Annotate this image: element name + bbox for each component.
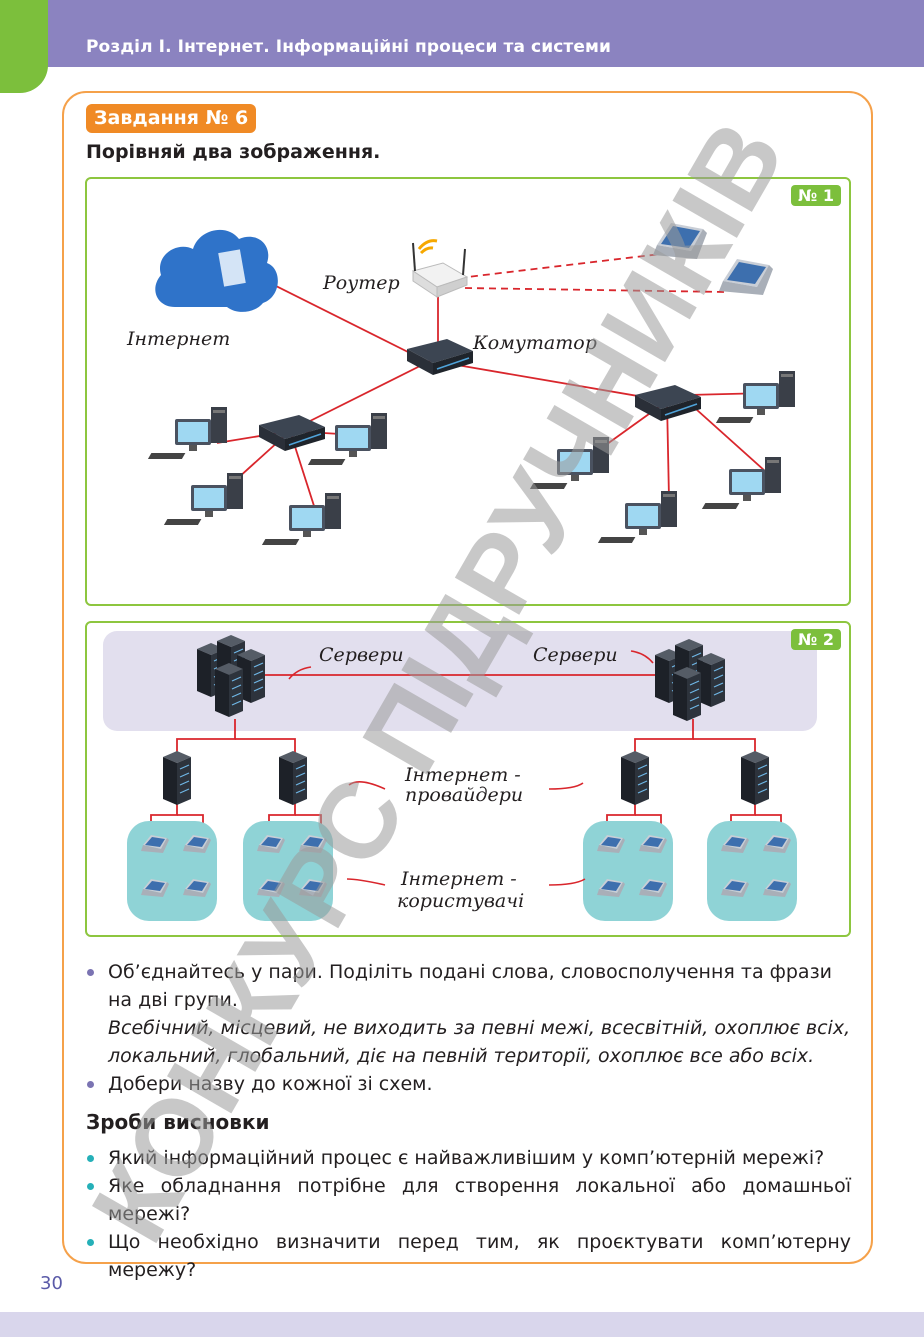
laptop-icon xyxy=(653,223,707,259)
user-group xyxy=(127,821,217,921)
servers-right-label: Сервери xyxy=(533,644,618,666)
internet-label: Інтернет xyxy=(126,328,230,350)
page-number: 30 xyxy=(40,1273,63,1294)
task-frame xyxy=(62,91,873,1264)
desktop-computer-icon xyxy=(147,407,227,459)
providers-label-line2: провайдери xyxy=(405,784,523,806)
provider-server-icon xyxy=(740,750,770,806)
user-group xyxy=(707,821,797,921)
switch-left-icon xyxy=(258,414,326,452)
task-badge: Завдання № 6 xyxy=(86,104,257,133)
conclusions-title: Зроби висновки xyxy=(86,1110,270,1134)
word-list: Всебічний, місцевий, не виходить за певн… xyxy=(108,1017,851,1067)
router-label: Роутер xyxy=(322,272,400,294)
desktop-computer-icon xyxy=(261,493,341,545)
users-label-line2: користувачі xyxy=(397,890,524,912)
user-group xyxy=(243,821,333,921)
header-bar xyxy=(0,0,924,67)
network-diagram-1-svg: Роутер Інтернет Комутатор xyxy=(126,223,795,545)
switch-label: Комутатор xyxy=(472,332,597,354)
provider-server-icon xyxy=(278,750,308,806)
chapter-title: Розділ І. Інтернет. Інформаційні процеси… xyxy=(86,37,611,57)
desktop-computer-icon xyxy=(597,491,677,543)
footer-bar xyxy=(0,1312,924,1337)
network-diagram-1: Роутер Інтернет Комутатор № 1 xyxy=(85,177,851,606)
question-item: Який інформаційний процес є найважливіши… xyxy=(86,1144,851,1172)
users-label-line1: Інтернет - xyxy=(400,868,517,890)
chapter-tab xyxy=(0,0,48,93)
desktop-computer-icon xyxy=(529,437,609,489)
network-diagram-2: Сервери Сервери Інтернет - провайдери Ін… xyxy=(85,621,851,937)
question-item: Яке обладнання потрібне для створення ло… xyxy=(86,1172,851,1228)
image-number-badge: № 2 xyxy=(791,629,841,650)
servers-left-label: Сервери xyxy=(319,644,404,666)
cloud-icon xyxy=(155,229,278,312)
desktop-computer-icon xyxy=(701,457,781,509)
network-diagram-2-svg: Сервери Сервери Інтернет - провайдери Ін… xyxy=(103,631,817,921)
providers-label-line1: Інтернет - xyxy=(404,764,521,786)
router-icon xyxy=(411,239,469,298)
core-switch-icon xyxy=(406,338,474,376)
switch-right-icon xyxy=(634,384,702,422)
exercise-list: Об’єднайтесь у пари. Поділіть подані сло… xyxy=(86,958,851,1098)
conclusions-list: Який інформаційний процес є найважливіши… xyxy=(86,1144,851,1284)
provider-server-icon xyxy=(620,750,650,806)
task-instruction: Порівняй два зображення. xyxy=(86,141,381,163)
desktop-computer-icon xyxy=(163,473,243,525)
question-item: Що необхідно визначити перед тим, як про… xyxy=(86,1228,851,1284)
provider-server-icon xyxy=(162,750,192,806)
image-number-badge: № 1 xyxy=(791,185,841,206)
desktop-computer-icon xyxy=(715,371,795,423)
exercise-item: Об’єднайтесь у пари. Поділіть подані сло… xyxy=(86,958,851,1014)
user-group xyxy=(583,821,673,921)
exercise-item: Добери назву до кожної зі схем. xyxy=(86,1070,851,1098)
laptop-icon xyxy=(719,259,773,295)
